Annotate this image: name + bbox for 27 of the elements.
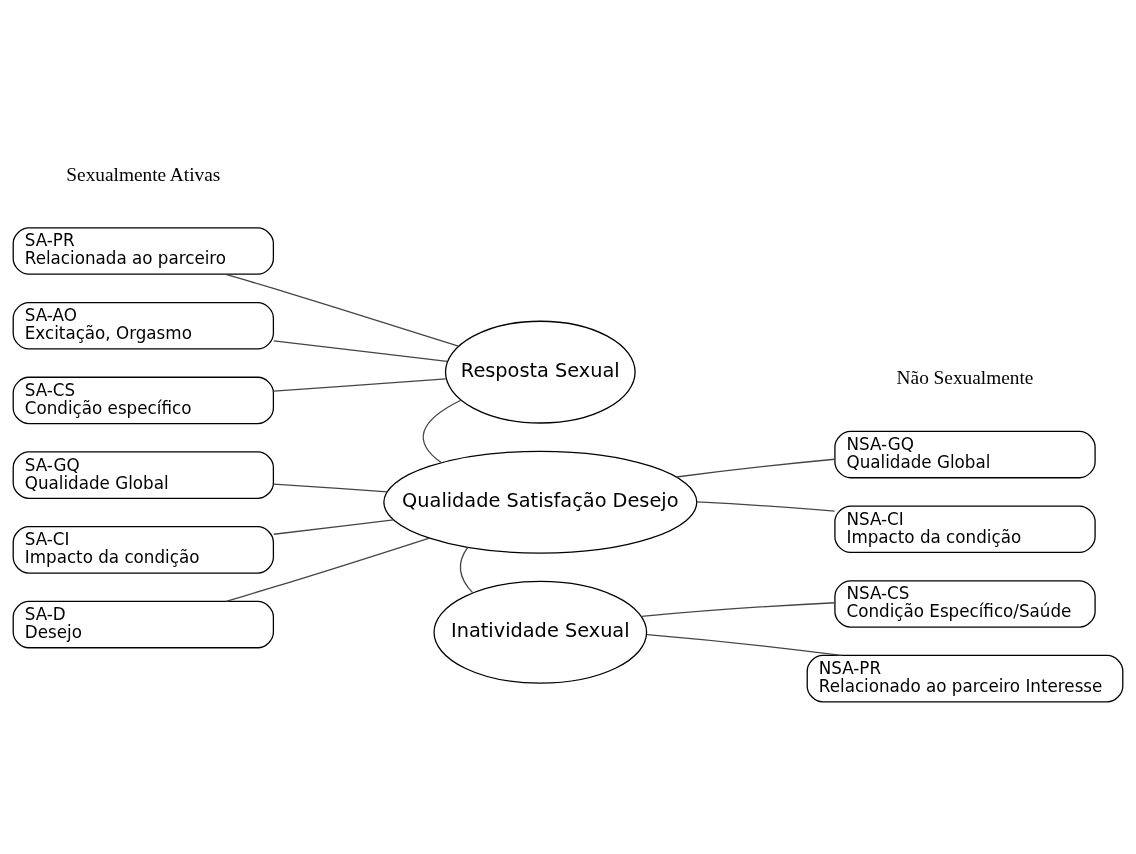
node-box: SA-PR Relacionada ao parceiro — [12, 226, 275, 275]
connector — [646, 633, 842, 656]
label: Não Sexualmente — [896, 366, 1034, 388]
connector — [422, 399, 462, 463]
node-box: NSA-PR Relacionado ao parceiro Interesse — [806, 654, 1124, 702]
connector — [696, 500, 836, 512]
node-ellipse: Resposta Sexual — [444, 320, 636, 424]
node-box: SA-GQ Qualidade Global — [12, 450, 275, 499]
node-box: SA-CS Condição específico — [12, 376, 275, 424]
connector — [675, 458, 836, 478]
connector — [273, 482, 388, 492]
connector — [459, 546, 474, 593]
node-box: SA-AO Excitação, Orgasmo — [12, 301, 275, 350]
node-box: NSA-CI Impacto da condição — [834, 504, 1096, 553]
connector — [641, 601, 836, 617]
node-box: SA-CI Impacto da condição — [12, 525, 275, 574]
connector — [273, 518, 395, 535]
node-box: NSA-GQ Qualidade Global — [834, 430, 1096, 478]
node-ellipse: Inatividade Sexual — [433, 580, 648, 684]
label: Sexualmente Ativas — [66, 163, 221, 185]
connector — [225, 536, 431, 602]
node-ellipse: Qualidade Satisfação Desejo — [383, 450, 698, 554]
connector — [225, 273, 460, 347]
connector — [273, 339, 448, 362]
connector — [273, 377, 447, 392]
node-box: SA-D Desejo — [12, 600, 275, 648]
node-box: NSA-CS Condição Específico/Saúde — [834, 579, 1096, 628]
